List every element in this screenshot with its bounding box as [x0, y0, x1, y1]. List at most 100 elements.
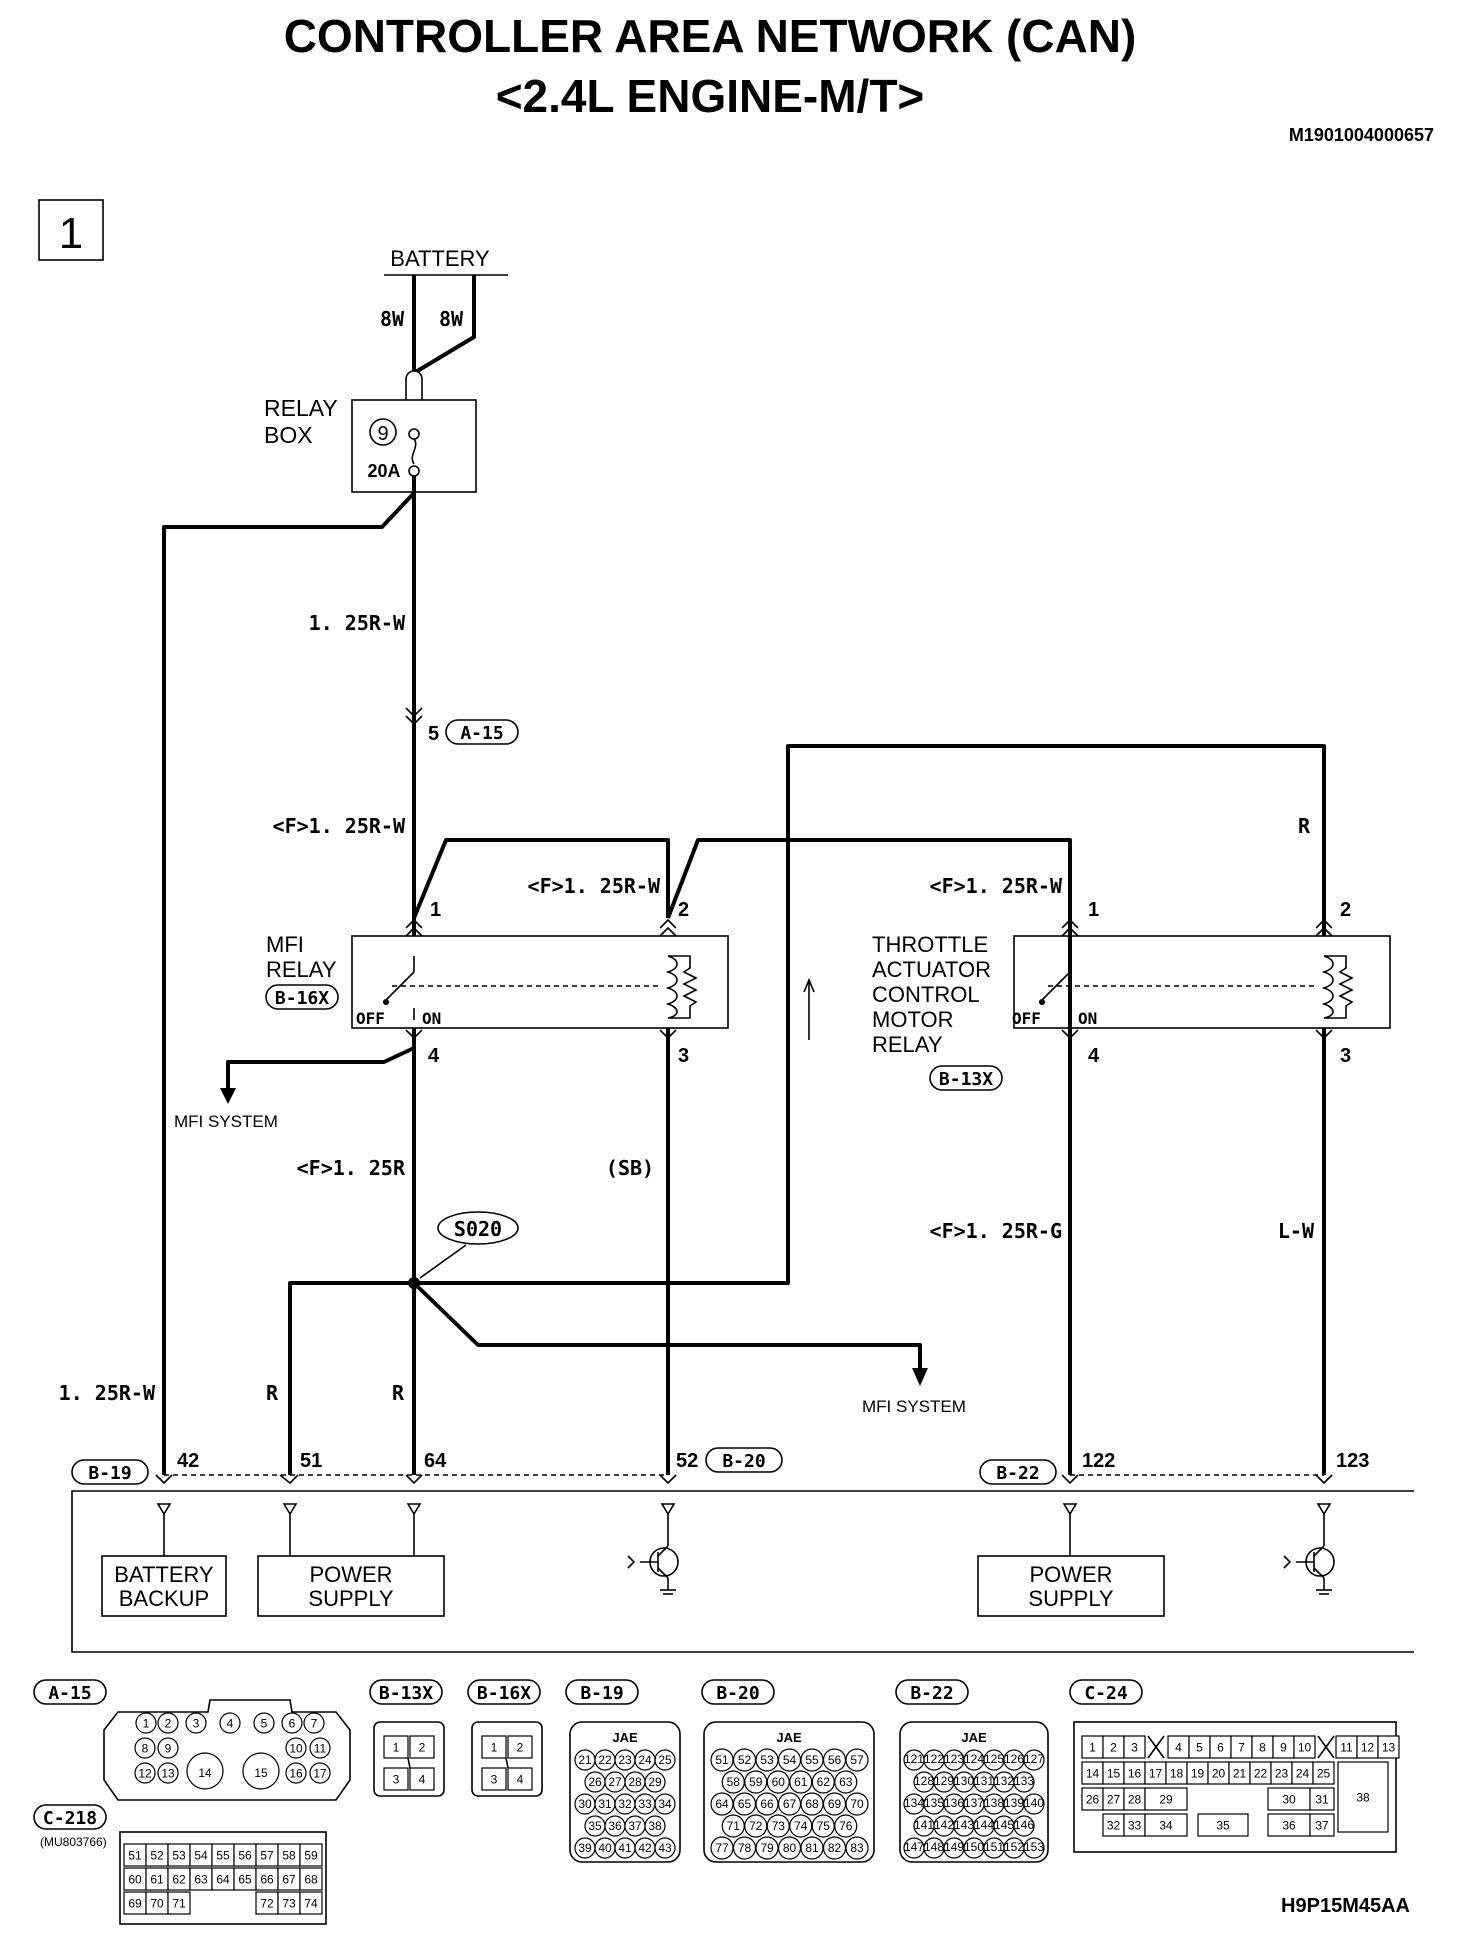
connector-pin-label: 134: [904, 1796, 924, 1810]
connector-pin: [644, 1771, 666, 1793]
connector-pin-label: 71: [172, 1896, 186, 1910]
connector-pin: [1197, 1813, 1249, 1837]
connector-pin-label: 7: [311, 1717, 318, 1731]
connector-pin-label: 146: [1014, 1818, 1034, 1832]
connector-pin: [167, 1891, 191, 1915]
connector-pin-label: 78: [738, 1841, 752, 1855]
diagram-title-line2: <2.4L ENGINE-M/T>: [496, 70, 925, 122]
legend-b22-tag: [895, 1679, 969, 1705]
mfi-relay-pin1: 1: [430, 899, 441, 921]
legend-b20-tag: [701, 1679, 775, 1705]
blank-pin-mark: [1317, 1735, 1335, 1759]
connector-key: [505, 1757, 509, 1769]
connector-pin-label: 16: [289, 1767, 303, 1781]
splice-pointer: [419, 1244, 467, 1279]
battery-label: BATTERY: [390, 246, 490, 271]
connector-pin-label: 1: [393, 1741, 400, 1755]
ecu-pin-marks: [155, 1474, 1333, 1485]
connector-pin-label: 74: [304, 1896, 318, 1910]
connector-a15-tag: [445, 719, 519, 745]
throttle-pin3-mark: [1315, 1029, 1333, 1040]
power-supply-block-1: [257, 1555, 445, 1617]
connector-pin-label: 16: [1128, 1766, 1142, 1780]
connector-pin-label: 145: [994, 1818, 1014, 1832]
relay-box-label-line1: RELAY: [264, 395, 338, 421]
connector-pin: [834, 1770, 858, 1794]
connector-pin-label: 14: [198, 1766, 212, 1780]
connector-pin-label: 142: [934, 1818, 954, 1832]
fuse-number: 9: [377, 423, 388, 445]
connector-pin-label: 11: [314, 1742, 327, 1756]
connector-pin-label: 37: [628, 1819, 642, 1833]
splice-s020-label: S020: [454, 1217, 502, 1241]
power-supply-2-line2: SUPPLY: [1028, 1586, 1114, 1611]
connector-a15-label: A-15: [460, 723, 503, 744]
connector-pin-label: 1: [143, 1717, 150, 1731]
page-number: 1: [59, 209, 83, 258]
legend-a15-tag: [33, 1679, 107, 1705]
legend-b13x-tag: [369, 1679, 443, 1705]
connector-pin-label: 141: [914, 1818, 934, 1832]
connector-pin-label: 10: [1298, 1740, 1312, 1754]
ecu-outline: [71, 1490, 1414, 1653]
legend-b19-label: B-19: [580, 1683, 623, 1704]
mfi-relay-resistor: [668, 955, 698, 1019]
connector-pin-label: 32: [1107, 1818, 1121, 1832]
wire-to-mfi-pin2-label: <F>1. 25R-W: [528, 874, 661, 898]
connector-pin: [1377, 1735, 1400, 1759]
connector-pin-label: 33: [638, 1797, 652, 1811]
connector-pin-label: 29: [648, 1775, 662, 1789]
connector-pin-label: 2: [1110, 1740, 1117, 1754]
connector-b20-label: B-20: [722, 1451, 765, 1472]
battery-backup-wire: [162, 491, 416, 1475]
connector-pin-label: 18: [1170, 1766, 1184, 1780]
ecu-pin-122: 122: [1082, 1450, 1115, 1472]
connector-pin-label: 65: [738, 1797, 752, 1811]
connector-pin-label: 59: [304, 1848, 318, 1862]
connector-pin-label: 2: [517, 1741, 524, 1755]
mfi-relay-connector-tag: [265, 984, 339, 1010]
connector-pin: [299, 1843, 323, 1867]
connector-pin-label: 25: [658, 1753, 672, 1767]
fuse-element: [411, 438, 417, 465]
battery-backup-line2: BACKUP: [119, 1586, 209, 1611]
wire-pin51-label: R: [266, 1381, 279, 1405]
connector-pin-label: 32: [618, 1797, 632, 1811]
throttle-relay-connector-tag: [929, 1065, 1003, 1091]
connector-pin: [1013, 1815, 1035, 1837]
connector-pin-label: 28: [1128, 1792, 1142, 1806]
throttle-switch-off-contact: [1039, 999, 1045, 1005]
connector-pin-label: 124: [964, 1752, 984, 1766]
mfi-pin2-mark: [659, 918, 677, 937]
connector-pin-label: 5: [1196, 1740, 1203, 1754]
legend-c218-label: C-218: [43, 1808, 97, 1829]
connector-pin-label: 73: [772, 1819, 786, 1833]
connector-pin-label: 10: [289, 1742, 303, 1756]
transistor-pin123: [1283, 1514, 1335, 1595]
legend-b16x-tag: [467, 1679, 541, 1705]
connector-pin: [309, 1762, 331, 1784]
mfi-relay-label-line1: MFI: [266, 932, 304, 957]
connector-pin-label: 67: [282, 1872, 296, 1886]
connector-pin-label: 41: [618, 1841, 632, 1855]
connector-pin: [219, 1712, 241, 1734]
connector-pin-label: 126: [1004, 1752, 1024, 1766]
mfi-relay-connector: B-16X: [275, 988, 329, 1009]
connector-pin-label: 26: [588, 1775, 602, 1789]
legend-b22-maker: JAE: [961, 1730, 987, 1745]
connector-pin: [654, 1793, 676, 1815]
connector-pin-label: 81: [805, 1841, 819, 1855]
connector-pin-label: 52: [738, 1753, 752, 1767]
mfi-system-arrow-1: [220, 1088, 236, 1104]
connector-pin-label: 60: [772, 1775, 786, 1789]
legend-b19-maker: JAE: [612, 1730, 638, 1745]
wire-throttle-pin2: [414, 744, 1326, 1475]
connector-pin-label: 122: [924, 1752, 944, 1766]
blank-pin-mark: [1147, 1735, 1165, 1759]
wire-to-throttle-pin1: [666, 838, 1072, 919]
connector-pin-label: 62: [172, 1872, 186, 1886]
